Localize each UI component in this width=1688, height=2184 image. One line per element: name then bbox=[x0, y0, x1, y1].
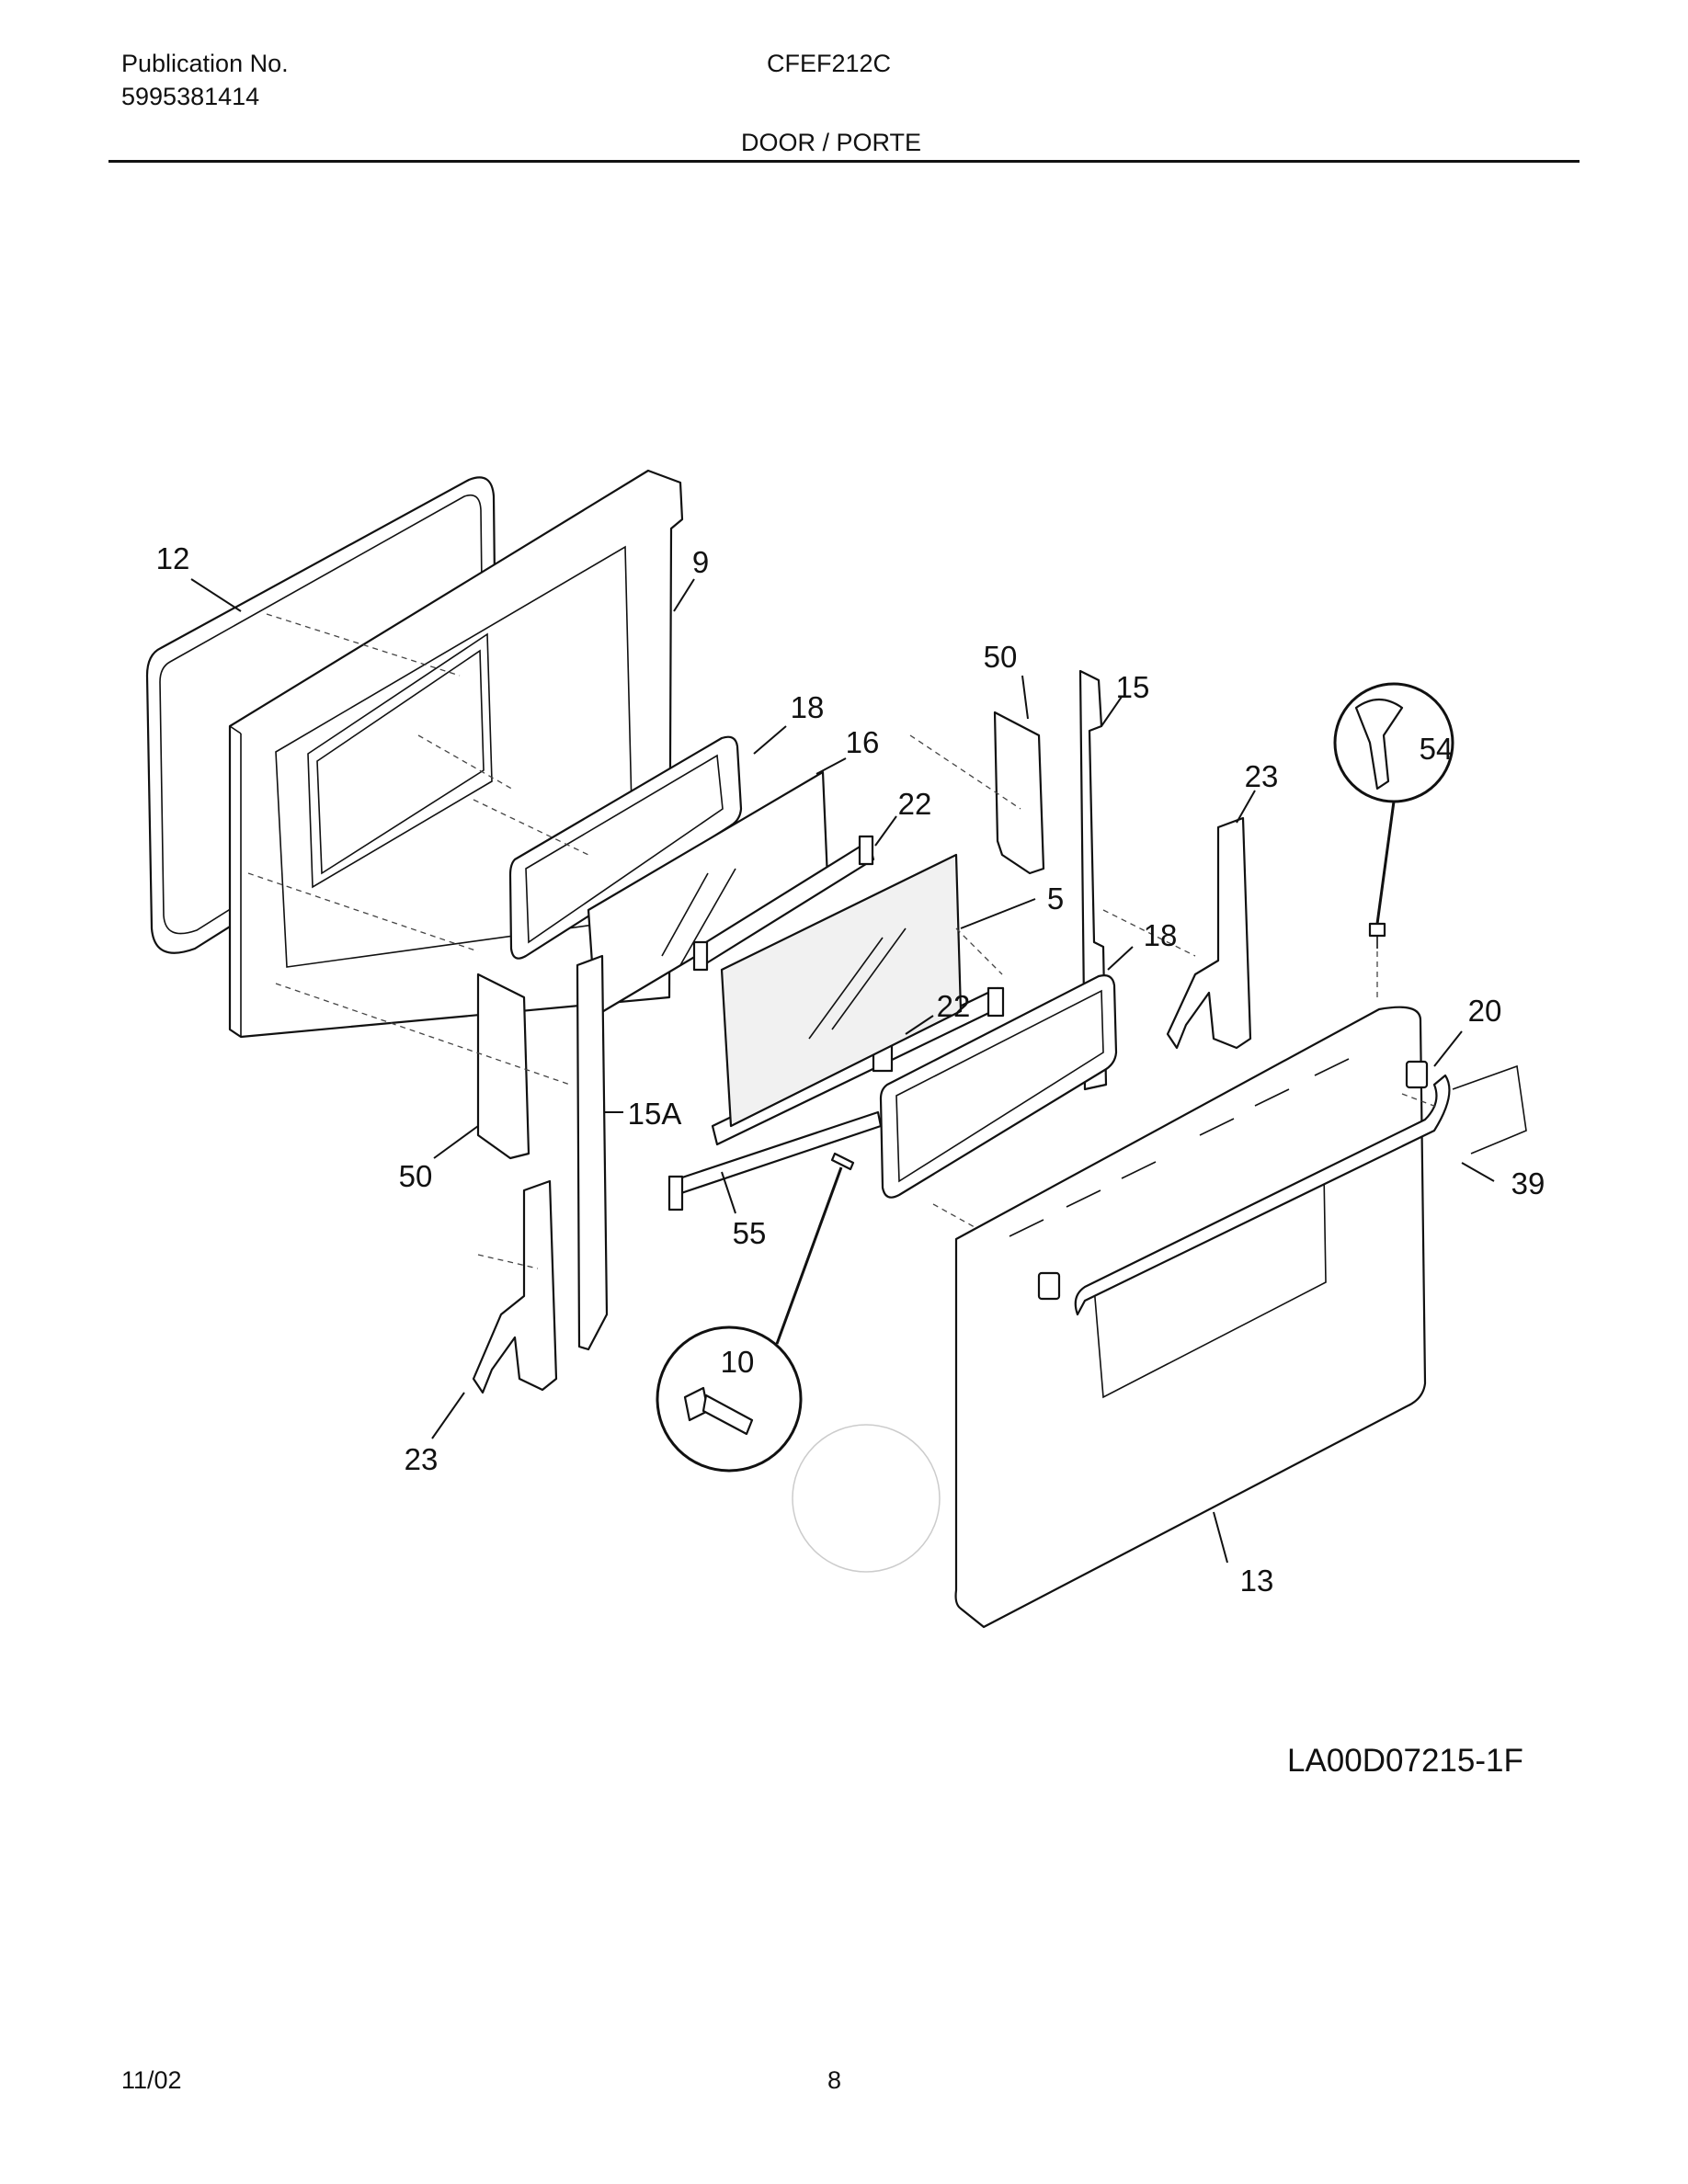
callout-inner-glass: 16 bbox=[845, 725, 880, 759]
callout-glass-channel: 55 bbox=[732, 1216, 767, 1250]
callout-insulation-retainer-bottom: 18 bbox=[1143, 918, 1178, 952]
callout-hinge-left: 23 bbox=[404, 1442, 439, 1476]
handle-bracket bbox=[1037, 1060, 1429, 1301]
callout-handle-bracket: 20 bbox=[1467, 994, 1502, 1028]
callout-leaders bbox=[190, 578, 1495, 1564]
glass-channel bbox=[667, 1110, 883, 1211]
callout-hinge-shield-left: 50 bbox=[398, 1159, 433, 1193]
callout-glass-bracket-bottom: 22 bbox=[936, 989, 971, 1023]
model-number: CFEF212C bbox=[767, 50, 892, 77]
callout-hinge-right: 23 bbox=[1244, 759, 1279, 793]
callout-outer-door: 13 bbox=[1239, 1564, 1274, 1598]
callout-side-channel-left: 15A bbox=[627, 1097, 682, 1131]
callout-screw-detail: 54 bbox=[1419, 732, 1454, 766]
callout-side-channel-right: 15 bbox=[1115, 670, 1150, 704]
insulation-retainer-bottom bbox=[879, 974, 1118, 1199]
publication-number: 5995381414 bbox=[121, 83, 260, 110]
glass-bracket-top bbox=[692, 835, 875, 972]
callout-inner-door-panel: 9 bbox=[691, 545, 710, 579]
small-screw-detail-circle bbox=[656, 1166, 843, 1473]
screw-small bbox=[830, 922, 1386, 1171]
callout-small-screw-detail: 10 bbox=[720, 1345, 755, 1379]
screen-insulation bbox=[720, 853, 963, 1128]
callout-handle: 39 bbox=[1511, 1166, 1545, 1200]
hinge-shield-left bbox=[476, 973, 530, 1160]
hinge-left bbox=[472, 1179, 558, 1394]
side-channel-left bbox=[576, 954, 609, 1351]
footer-page-number: 8 bbox=[827, 2066, 842, 2094]
hinge-shield-right bbox=[993, 711, 1045, 875]
faint-reference-circle bbox=[792, 1424, 941, 1573]
screw-detail-circle bbox=[1333, 682, 1454, 925]
header-divider bbox=[108, 160, 1580, 163]
callout-gasket: 12 bbox=[155, 541, 190, 575]
callout-screen-insulation: 5 bbox=[1046, 882, 1065, 916]
callout-insulation-retainer-top: 18 bbox=[790, 690, 825, 724]
drawing-code: LA00D07215-1F bbox=[1287, 1743, 1523, 1779]
door-handle bbox=[1074, 1064, 1527, 1316]
footer-date: 11/02 bbox=[121, 2066, 182, 2094]
alignment-lines bbox=[247, 613, 1440, 1269]
section-title: DOOR / PORTE bbox=[741, 129, 922, 156]
callout-hinge-shield-right: 50 bbox=[983, 640, 1018, 674]
callout-glass-bracket-top: 22 bbox=[897, 787, 932, 821]
hinge-right bbox=[1166, 816, 1252, 1050]
publication-label: Publication No. bbox=[121, 50, 289, 77]
